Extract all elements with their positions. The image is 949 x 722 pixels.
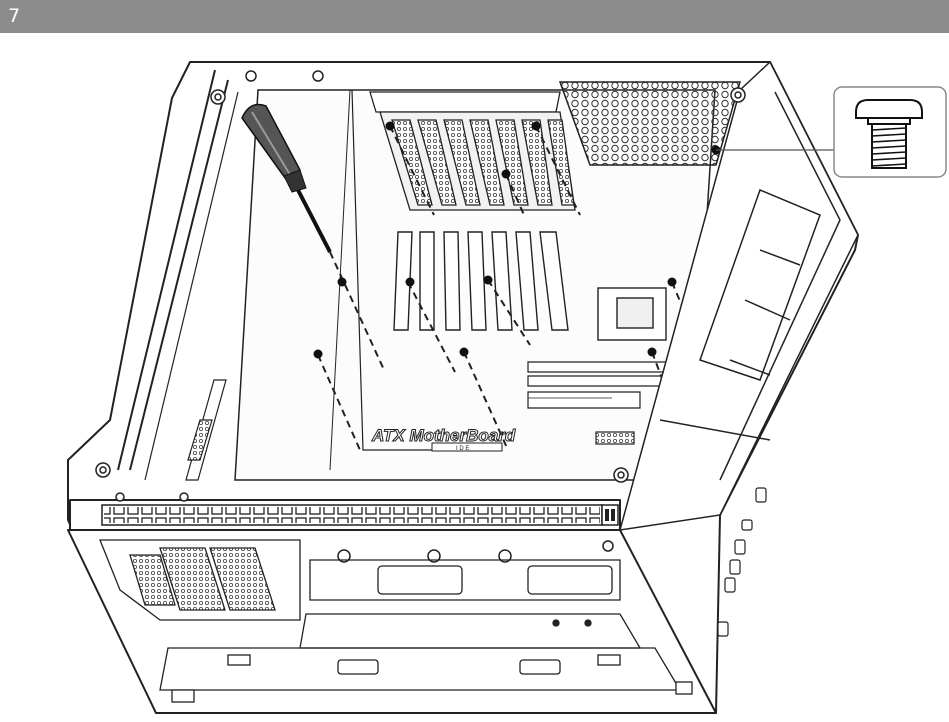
front-panel-ports <box>717 487 767 637</box>
pci-slots <box>393 231 569 331</box>
ide-connector <box>595 431 635 445</box>
motherboard-label: ATX MotherBoard I D E <box>371 426 517 453</box>
step-number: 7 <box>8 5 21 27</box>
cpu-socket <box>597 287 667 341</box>
expansion-slot-brackets <box>369 91 576 211</box>
drive-bay-section <box>99 539 693 703</box>
mounting-bosses <box>95 70 746 563</box>
step-header-bar: 7 <box>0 0 949 33</box>
right-side-panel <box>618 60 859 531</box>
screws <box>313 121 721 359</box>
left-wall-vent <box>185 379 227 481</box>
front-vent-strip <box>101 504 619 526</box>
screw-icon <box>855 99 923 169</box>
atx-motherboard-text: ATX MotherBoard <box>371 426 516 445</box>
screw-callout <box>716 86 947 178</box>
case-assembly-illustration: ATX MotherBoard I D E <box>0 33 949 722</box>
screwdriver-icon <box>241 103 332 253</box>
psu-vent-grille <box>558 81 741 166</box>
ide-sublabel-text: I D E <box>456 446 469 452</box>
